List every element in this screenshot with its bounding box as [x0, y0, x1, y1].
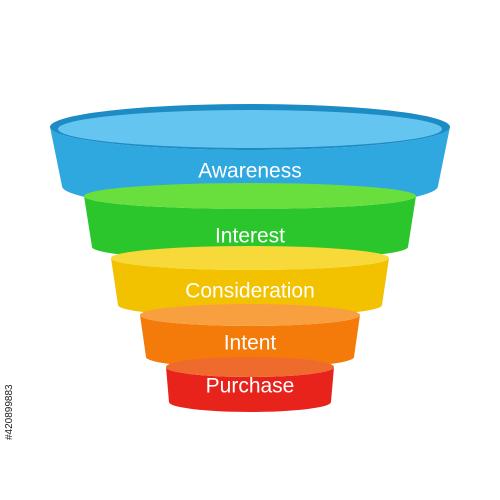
- funnel-stage-body: [140, 315, 360, 368]
- funnel-stage-top: [166, 357, 334, 377]
- funnel-stage-body: [166, 367, 334, 412]
- funnel-stage-top: [111, 246, 389, 270]
- funnel-stage-label: Consideration: [185, 280, 315, 303]
- funnel-stage-body: [111, 258, 389, 317]
- funnel-stage-purchase: Purchase: [166, 357, 334, 412]
- funnel-stage-label: Awareness: [198, 160, 302, 183]
- funnel-stage-top: [140, 304, 360, 326]
- funnel-stage-label: Purchase: [206, 375, 295, 398]
- funnel-stage-label: Interest: [215, 225, 285, 248]
- funnel: AwarenessInterestConsiderationIntentPurc…: [50, 104, 450, 412]
- funnel-stage-body: [84, 196, 416, 260]
- funnel-stage-intent: Intent: [140, 304, 360, 368]
- watermark-id: #420899883: [4, 384, 15, 440]
- funnel-stage-consideration: Consideration: [111, 246, 389, 317]
- funnel-stage-top: [84, 183, 416, 209]
- funnel-stage-label: Intent: [224, 332, 277, 355]
- funnel-opening: [58, 110, 442, 148]
- funnel-stage-interest: Interest: [84, 183, 416, 260]
